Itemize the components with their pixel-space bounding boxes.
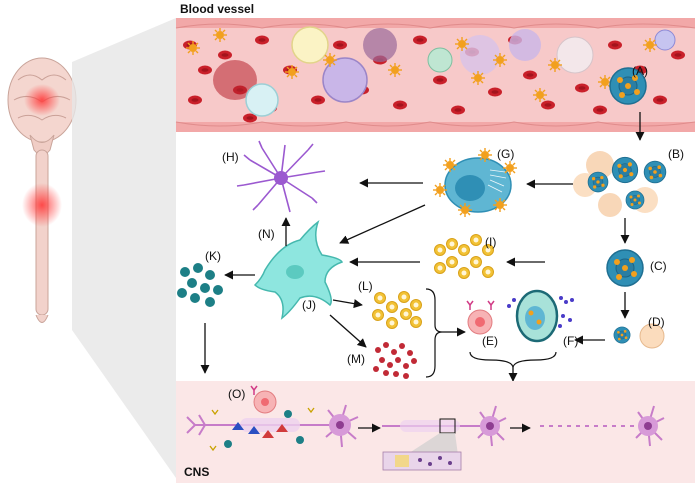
bracket-lm [425,288,443,378]
label-A: (A) [632,64,648,78]
astrocyte-icon [236,140,326,213]
infected-cell-d [613,323,665,349]
particles-m [373,342,417,379]
label-M: (M) [347,352,365,366]
infected-cell-f [507,289,574,343]
label-K: (K) [205,249,221,263]
leukocyte [245,83,279,117]
blood-vessel: (A) [175,18,696,132]
label-J: (J) [302,298,316,312]
label-L: (L) [358,279,373,293]
zoom-wedge [72,18,176,478]
t-cell-icon [466,300,495,335]
label-I: (I) [485,235,496,249]
label-E: (E) [482,334,498,348]
label-D: (D) [648,315,665,329]
label-O: (O) [228,387,245,401]
infected-cell-c [606,249,644,287]
exosomes-k [177,263,223,307]
immune-attack-o [209,385,315,452]
cns-title: CNS [184,465,209,479]
pathway-arrows [200,112,645,382]
label-N: (N) [258,227,275,241]
label-B: (B) [668,147,684,161]
blood-vessel-title: Blood vessel [180,2,254,16]
label-C: (C) [650,259,667,273]
label-H: (H) [222,150,239,164]
bracket-ef [469,351,557,369]
brain-spinal-cord-icon [7,57,77,323]
cns-panel: (O) CNS [176,381,695,483]
microglia-icon [253,219,344,320]
label-G: (G) [497,147,514,161]
virion-releasing-cell-g [432,147,518,218]
particles-l [372,291,422,329]
infected-cell-cluster-b [573,151,667,217]
label-F: (F) [563,334,578,348]
